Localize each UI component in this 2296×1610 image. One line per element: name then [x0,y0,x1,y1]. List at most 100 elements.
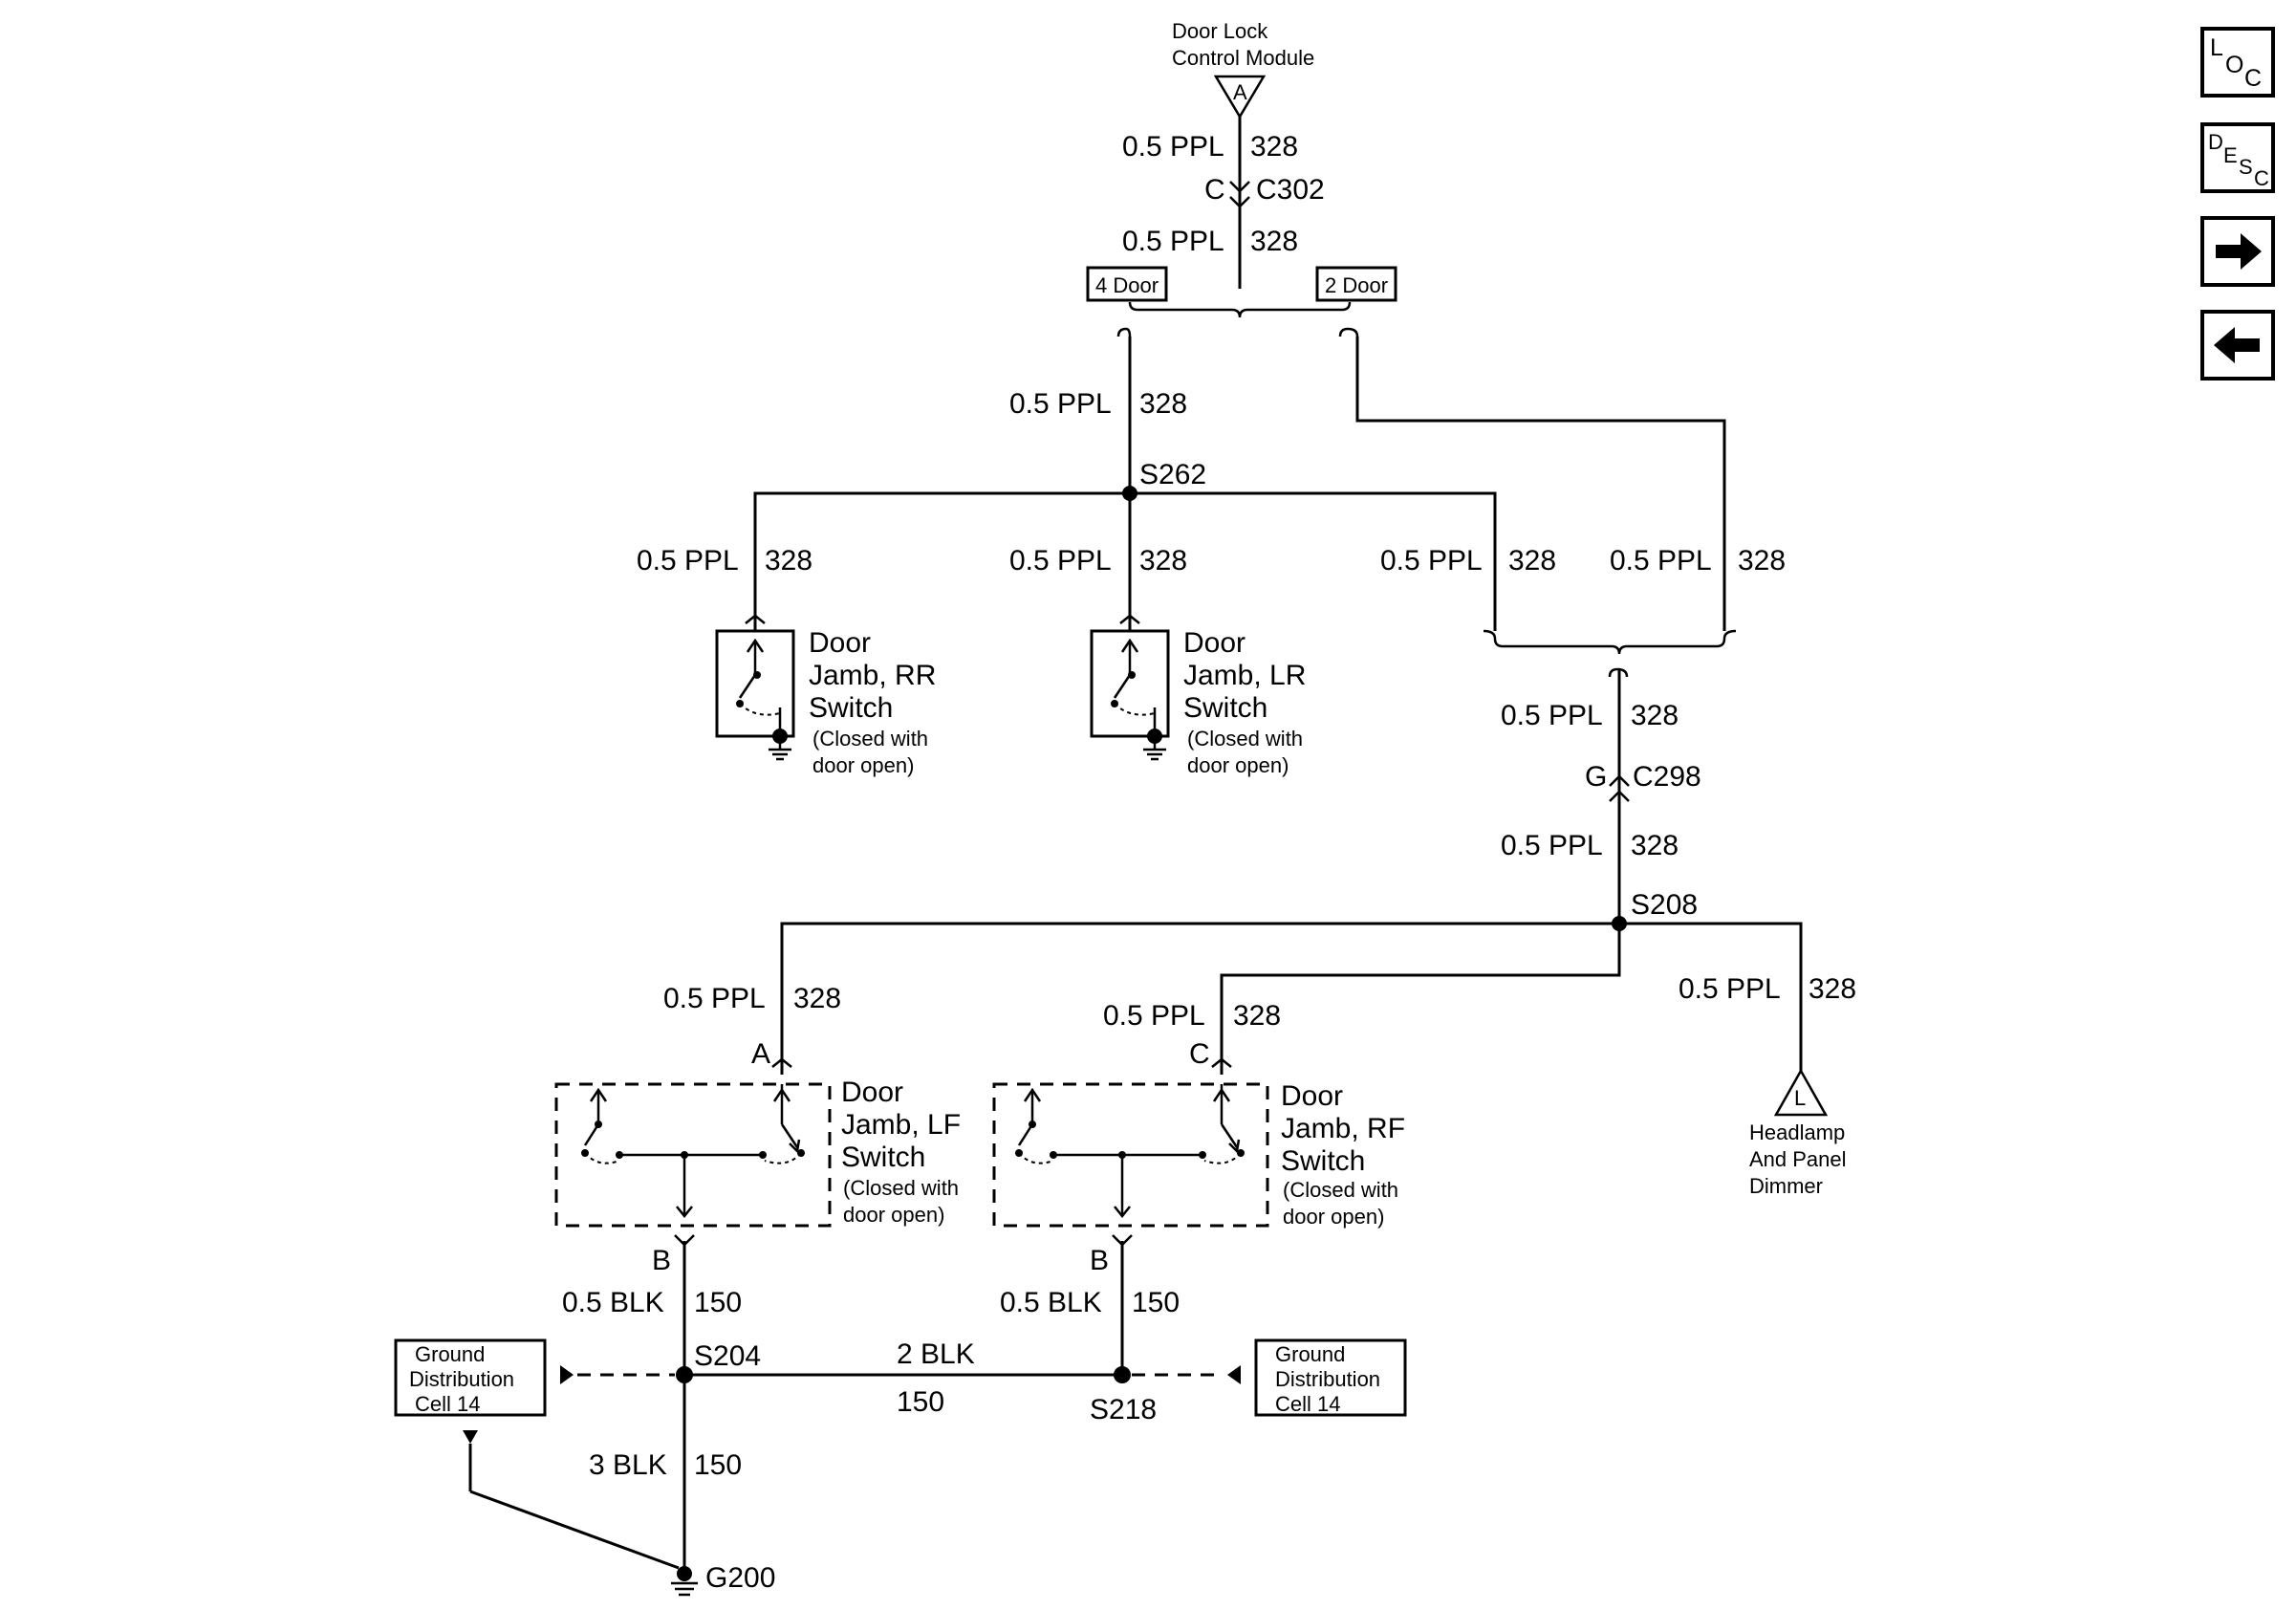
rf-label-line2: Jamb, RF [1281,1113,1405,1144]
connector-c298: G C298 [1585,761,1701,802]
lf-label-line1: Door [841,1077,903,1108]
wire-label-ppl-2: 0.5 PPL [1122,226,1224,257]
wire-label-ppl-hd: 0.5 PPL [1679,973,1781,1005]
lr-note-line2: door open) [1187,753,1289,777]
wire-label-ppl-lr: 0.5 PPL [1009,545,1112,577]
dimmer-pin-l: L [1794,1086,1806,1110]
next-page-button[interactable] [2200,216,2275,287]
lr-label-line2: Jamb, LR [1183,660,1306,691]
lf-note-line1: (Closed with [843,1176,959,1200]
wire-label-ppl-6: 0.5 PPL [1501,830,1603,861]
gdc-left-line3: Cell 14 [415,1392,480,1416]
ground-distribution-cell-left[interactable]: Ground Distribution Cell 14 [394,1338,547,1417]
previous-page-button[interactable] [2200,310,2275,381]
lr-note-line1: (Closed with [1187,727,1303,751]
dimmer-label-line2: And Panel [1749,1147,1847,1171]
splice-s262: S262 [1139,459,1206,490]
circuit-150-rf: 150 [1132,1287,1180,1318]
splice-s218-dot [1114,1366,1131,1383]
arrow-right-icon [2216,233,2262,270]
module-label-line2: Control Module [1172,46,1314,70]
dimmer-terminal-icon [1773,1068,1829,1117]
dimmer-label-line1: Headlamp [1749,1120,1845,1144]
arrow-left-icon [2214,327,2260,363]
wire-label-2-blk: 2 BLK [897,1338,975,1370]
splice-s218: S218 [1090,1394,1157,1425]
option-4-door: 4 Door [1095,273,1159,297]
rr-note-line2: door open) [812,753,914,777]
door-jamb-rf-switch: C Door Jamb, RF Switch (Closed with door… [992,1038,1405,1229]
wire-label-ppl-2d: 0.5 PPL [1610,545,1712,577]
connector-c302: C C302 [1204,174,1325,208]
circuit-328-4d: 328 [1508,545,1556,577]
loc-letter-l: L [2210,34,2223,61]
wire-label-blk-rf: 0.5 BLK [1000,1287,1102,1318]
splice-s208: S208 [1631,889,1698,921]
module-terminal-icon [1213,75,1267,120]
lr-label-line1: Door [1183,627,1245,659]
desc-letter-s: S [2239,155,2253,179]
circuit-328-3: 328 [1139,388,1187,420]
lr-label-line3: Switch [1183,692,1267,724]
rr-note-line1: (Closed with [812,727,928,751]
wire-label-ppl-5: 0.5 PPL [1501,700,1603,731]
rf-note-line1: (Closed with [1283,1178,1398,1202]
c298-label: C298 [1633,761,1701,793]
door-lock-control-module: Door Lock Control Module A [1172,19,1314,120]
arrow-left-small-icon [1227,1365,1241,1384]
gdc-right-line1: Ground [1275,1342,1345,1366]
rf-label-line3: Switch [1281,1145,1365,1177]
arrow-down-small-icon [463,1430,478,1444]
c298-pin-g: G [1585,761,1607,793]
circuit-328-hd: 328 [1809,973,1856,1005]
lf-label-line3: Switch [841,1142,925,1173]
circuit-328-lr: 328 [1139,545,1187,577]
circuit-328-1: 328 [1250,131,1298,163]
location-button[interactable]: L O C [2200,27,2275,98]
headlamp-panel-dimmer: L Headlamp And Panel Dimmer [1749,1068,1847,1198]
desc-letter-e: E [2223,143,2238,167]
gdc-left-line2: Distribution [409,1367,514,1391]
circuit-150-mid: 150 [897,1386,944,1418]
c302-pin-c: C [1204,174,1225,206]
arrow-right-small-icon [560,1365,574,1384]
wire-label-ppl-4d: 0.5 PPL [1380,545,1483,577]
desc-letter-d: D [2208,130,2223,154]
circuit-328-rr: 328 [765,545,812,577]
ground-g200-label: G200 [705,1562,775,1594]
description-button[interactable]: D E S C [2200,122,2275,193]
lf-pin-a: A [751,1038,770,1070]
dimmer-label-line3: Dimmer [1749,1174,1823,1198]
module-label-line1: Door Lock [1172,19,1268,43]
rr-label-line1: Door [809,627,871,659]
body-style-option-brace: 4 Door 2 Door [1086,266,1397,318]
circuit-328-rf: 328 [1233,1000,1281,1032]
desc-letter-c: C [2254,166,2269,190]
wire-label-blk-lf: 0.5 BLK [562,1287,664,1318]
splice-s204: S204 [694,1340,761,1372]
loc-letter-c: C [2244,65,2262,92]
wire-label-ppl-lf: 0.5 PPL [663,983,766,1014]
lf-note-line2: door open) [843,1203,944,1227]
wire-label-ppl-1: 0.5 PPL [1122,131,1224,163]
ground-distribution-cell-right[interactable]: Ground Distribution Cell 14 [1254,1338,1407,1417]
circuit-328-5: 328 [1631,700,1679,731]
option-2-door: 2 Door [1325,273,1388,297]
gdc-right-line2: Distribution [1275,1367,1380,1391]
rf-note-line2: door open) [1283,1205,1384,1229]
lf-pin-b: B [652,1245,671,1276]
loc-letter-o: O [2225,52,2243,78]
c302-label: C302 [1256,174,1325,206]
gdc-left-line1: Ground [415,1342,485,1366]
rf-label-line1: Door [1281,1080,1343,1112]
rr-label-line3: Switch [809,692,893,724]
lf-label-line2: Jamb, LF [841,1109,961,1141]
circuit-328-6: 328 [1631,830,1679,861]
wire-label-ppl-rr: 0.5 PPL [637,545,739,577]
rr-label-line2: Jamb, RR [809,660,936,691]
wire-label-ppl-3: 0.5 PPL [1009,388,1112,420]
splice-s204-dot [676,1366,693,1383]
door-jamb-rr-switch: Door Jamb, RR Switch (Closed with door o… [715,614,936,777]
rf-pin-b: B [1090,1245,1109,1276]
gdc-right-line3: Cell 14 [1275,1392,1340,1416]
